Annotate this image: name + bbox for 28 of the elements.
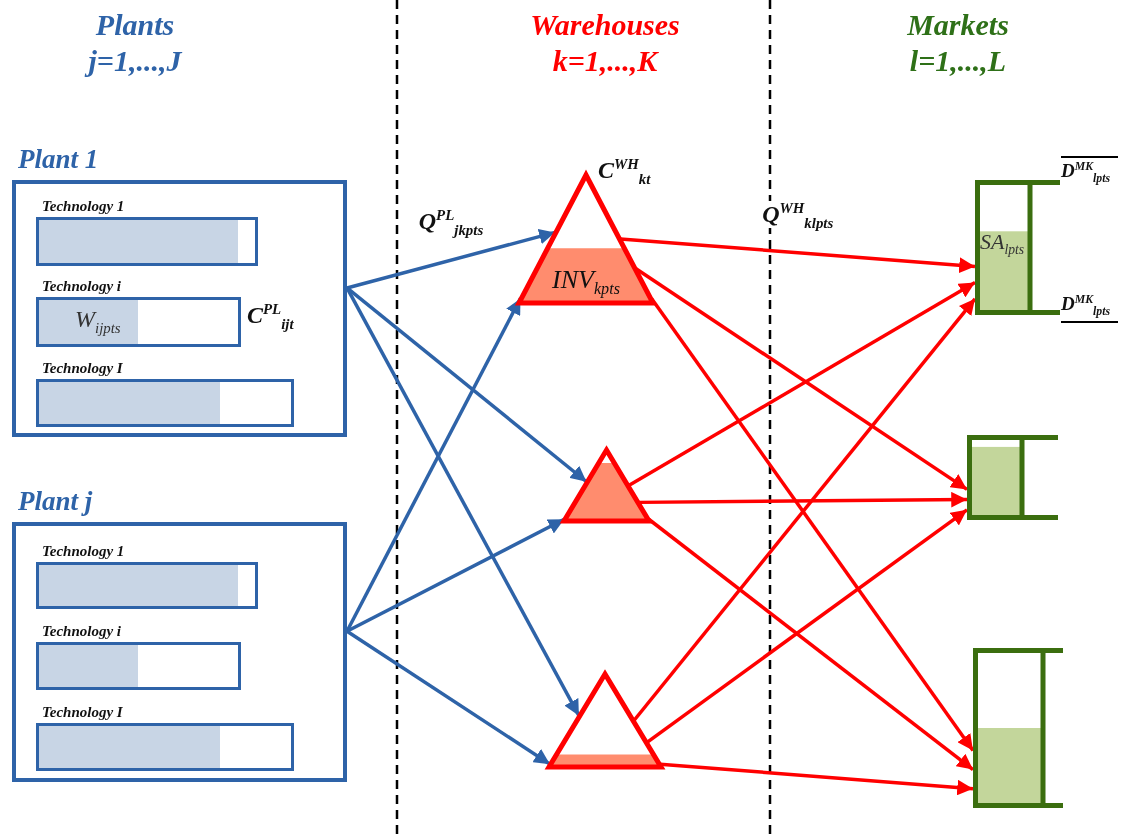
index-range: l=1,...,L bbox=[909, 44, 1007, 78]
arrow bbox=[646, 508, 969, 744]
technology-name: Technology 1 bbox=[42, 198, 125, 215]
arrow bbox=[345, 297, 522, 632]
technology-name: Technology i bbox=[42, 278, 122, 295]
market-bin bbox=[973, 648, 1063, 808]
arrow bbox=[346, 517, 566, 633]
section-heading: Markets bbox=[907, 8, 1009, 42]
technology-name: Technology I bbox=[42, 360, 123, 377]
arrow bbox=[346, 228, 556, 290]
arrow bbox=[620, 237, 976, 274]
index-range: k=1,...,K bbox=[552, 44, 658, 78]
warehouse-triangle bbox=[562, 448, 651, 523]
arrow bbox=[346, 629, 551, 766]
arrow bbox=[659, 762, 974, 796]
technology-name: Technology i bbox=[42, 623, 122, 640]
plant-name: Plant 1 bbox=[18, 144, 99, 175]
section-heading: Warehouses bbox=[530, 8, 680, 42]
plant-name: Plant j bbox=[18, 486, 93, 517]
technology-name: Technology I bbox=[42, 704, 123, 721]
variable-label: SA$_{lpts}$ bbox=[980, 228, 1025, 255]
arrow bbox=[647, 517, 975, 771]
arrow bbox=[345, 287, 581, 717]
market-bin bbox=[967, 435, 1058, 520]
warehouse-triangle bbox=[547, 672, 663, 769]
technology-name: Technology 1 bbox=[42, 543, 125, 560]
section-heading: Plants bbox=[95, 8, 175, 42]
arrow bbox=[638, 491, 967, 508]
